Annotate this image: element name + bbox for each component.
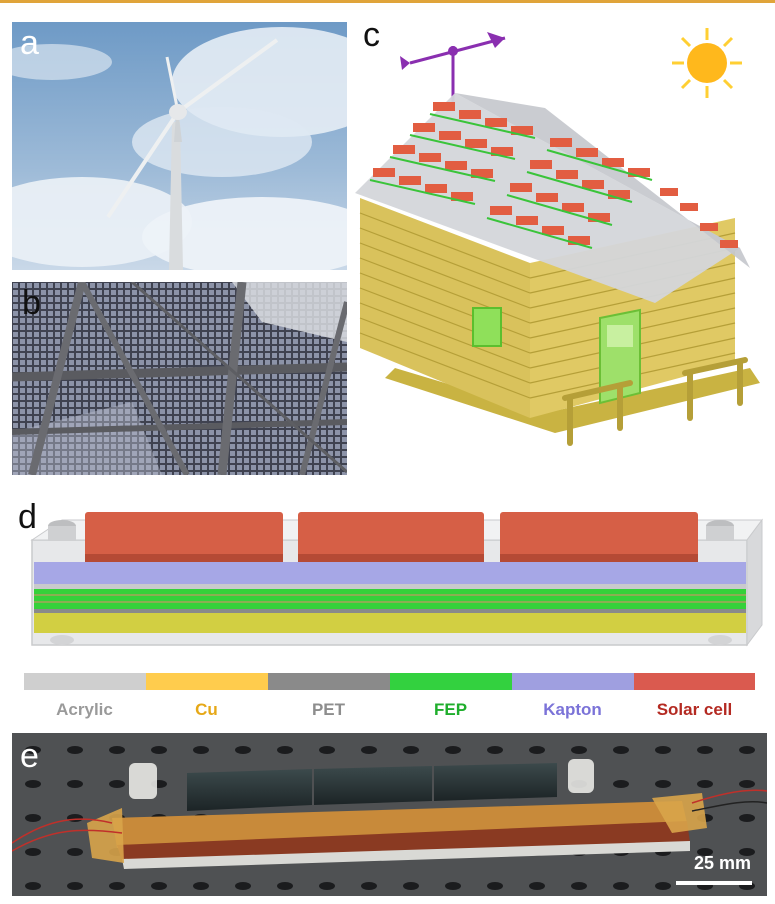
panel-label-e: e bbox=[20, 737, 39, 775]
legend-swatch-kapton bbox=[512, 673, 634, 690]
panel-b-solar-roof-photo: b bbox=[12, 282, 347, 475]
sun-icon bbox=[672, 28, 742, 98]
panel-a-wind-turbine-photo: a bbox=[12, 22, 347, 270]
legend-label-fep: FEP bbox=[433, 700, 468, 719]
panel-label-c: c bbox=[363, 18, 380, 54]
legend-swatch-solar-cell bbox=[634, 673, 755, 690]
legend-swatch-pet bbox=[268, 673, 390, 690]
device-photo-image bbox=[12, 733, 767, 896]
legend-swatch-fep bbox=[390, 673, 512, 690]
panel-label-a: a bbox=[20, 24, 39, 62]
solar-roof-image bbox=[12, 282, 347, 475]
scale-bar-label: 25 mm bbox=[693, 853, 751, 873]
legend-label-kapton: Kapton bbox=[543, 700, 602, 719]
panel-label-b: b bbox=[22, 284, 41, 322]
device-solar-cells bbox=[85, 512, 698, 562]
panel-e-device-photo: e 25 mm bbox=[12, 733, 767, 896]
legend-swatch-cu bbox=[146, 673, 268, 690]
legend-swatch-acrylic bbox=[24, 673, 146, 690]
roof-solar-cells bbox=[369, 102, 738, 249]
cabin-illustration bbox=[355, 28, 760, 446]
legend-label-acrylic: Acrylic bbox=[56, 700, 113, 719]
material-legend: Acrylic Cu PET FEP Kapton Solar cell bbox=[24, 673, 755, 725]
wind-turbine-image bbox=[12, 22, 347, 270]
legend-label-pet: PET bbox=[311, 700, 346, 719]
panel-label-d: d bbox=[18, 500, 37, 536]
top-rule bbox=[0, 0, 775, 3]
legend-label-cu: Cu bbox=[195, 700, 218, 719]
weather-vane-icon bbox=[400, 32, 506, 103]
device-layers-illustration bbox=[30, 512, 763, 647]
panel-d-device-schematic: d bbox=[12, 500, 767, 665]
legend-label-solar-cell: Solar cell bbox=[656, 700, 733, 719]
panel-c-cabin-schematic: c bbox=[355, 18, 765, 473]
